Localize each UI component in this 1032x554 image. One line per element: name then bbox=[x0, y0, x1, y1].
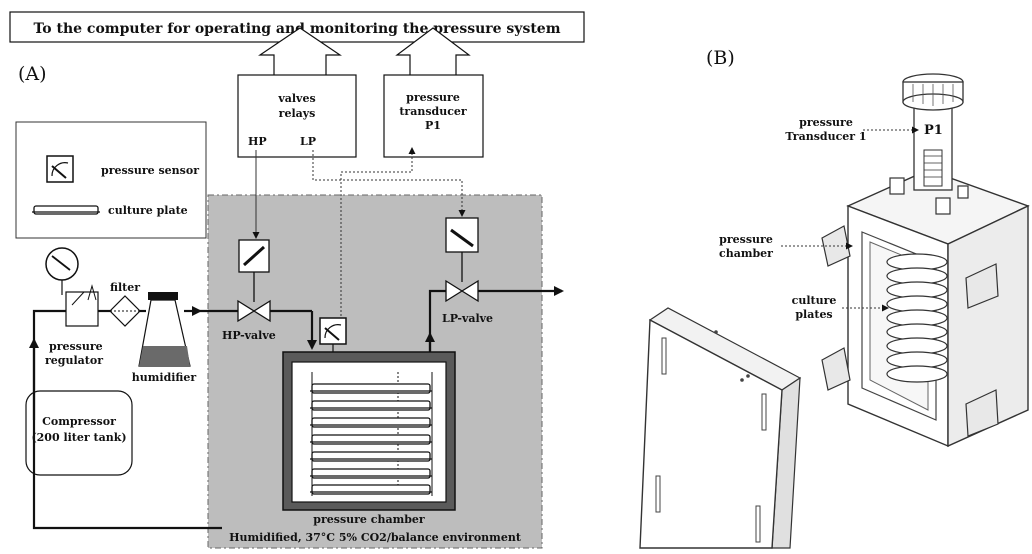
legend-culture-plate-icon bbox=[32, 205, 100, 215]
pressure-transducer-illustration bbox=[902, 73, 964, 191]
lp-relay-label: LP bbox=[300, 135, 316, 148]
transducer-up-arrow bbox=[395, 27, 471, 75]
regulator-label-2: regulator bbox=[45, 354, 103, 367]
hp-valve-label: HP-valve bbox=[222, 329, 276, 342]
transducer-callout-2: Transducer 1 bbox=[785, 130, 866, 143]
hp-valve-icon bbox=[237, 299, 271, 323]
culture-plate bbox=[310, 383, 432, 394]
transducer-line3: P1 bbox=[425, 119, 441, 132]
pressure-chamber-label: pressure chamber bbox=[313, 513, 425, 526]
relays-label: relays bbox=[279, 107, 316, 120]
pressure-regulator-icon bbox=[65, 284, 99, 327]
culture-plate bbox=[310, 400, 432, 411]
plates-callout-1: culture bbox=[792, 294, 837, 307]
lp-solenoid-icon bbox=[445, 217, 479, 282]
air-supply-line bbox=[29, 306, 317, 530]
legend-culture-plate-label: culture plate bbox=[108, 204, 188, 217]
valves-relays-box bbox=[237, 74, 357, 158]
pressure-chamber-body-illustration bbox=[821, 169, 1030, 448]
environment-label: Humidified, 37°C 5% CO2/balance environm… bbox=[229, 531, 522, 544]
compressor-label-1: Compressor bbox=[42, 415, 116, 428]
compressor-label-2: (200 liter tank) bbox=[31, 431, 126, 444]
regulator-gauge-icon bbox=[45, 247, 79, 295]
chamber-callout-2: chamber bbox=[719, 247, 773, 260]
compressor-box bbox=[25, 390, 133, 476]
valves-label: valves bbox=[277, 92, 315, 105]
transducer-signal-line bbox=[340, 147, 416, 320]
legend-box bbox=[15, 121, 207, 239]
culture-plate bbox=[310, 451, 432, 462]
transducer-line1: pressure bbox=[406, 91, 460, 104]
lp-control-line bbox=[312, 150, 466, 217]
hp-solenoid-icon bbox=[238, 239, 270, 302]
hp-relay-label: HP bbox=[248, 135, 267, 148]
pressure-chamber-inner bbox=[291, 361, 447, 503]
filter-icon bbox=[109, 295, 141, 327]
culture-plate bbox=[310, 417, 432, 428]
valves-up-arrow bbox=[258, 27, 342, 75]
plates-callout-2: plates bbox=[795, 308, 832, 321]
legend-pressure-sensor-icon bbox=[46, 155, 74, 183]
culture-plate bbox=[310, 484, 432, 495]
regulator-label-1: pressure bbox=[49, 340, 103, 353]
chamber-door-illustration bbox=[639, 307, 802, 549]
lp-valve-label: LP-valve bbox=[442, 312, 493, 325]
culture-plate bbox=[310, 434, 432, 445]
plate-stack-illustration bbox=[886, 253, 948, 383]
transducer-tag: P1 bbox=[924, 123, 943, 138]
pressure-transducer-box bbox=[383, 74, 484, 158]
chamber-pressure-sensor-icon bbox=[319, 317, 347, 372]
humidifier-label: humidifier bbox=[132, 371, 197, 384]
panel-a-label: (A) bbox=[18, 63, 47, 85]
transducer-callout-1: pressure bbox=[799, 116, 853, 129]
panel-b-label: (B) bbox=[706, 47, 735, 69]
transducer-line2: transducer bbox=[399, 105, 467, 118]
chamber-callout-1: pressure bbox=[719, 233, 773, 246]
clamp-icon bbox=[821, 225, 999, 437]
culture-plate-stack bbox=[310, 372, 433, 496]
lp-valve-icon bbox=[445, 279, 479, 303]
humidifier-icon bbox=[138, 292, 191, 367]
culture-plate bbox=[310, 468, 432, 479]
filter-label: filter bbox=[110, 281, 140, 294]
legend-pressure-sensor-label: pressure sensor bbox=[101, 164, 199, 177]
fitting-icon bbox=[889, 177, 969, 215]
